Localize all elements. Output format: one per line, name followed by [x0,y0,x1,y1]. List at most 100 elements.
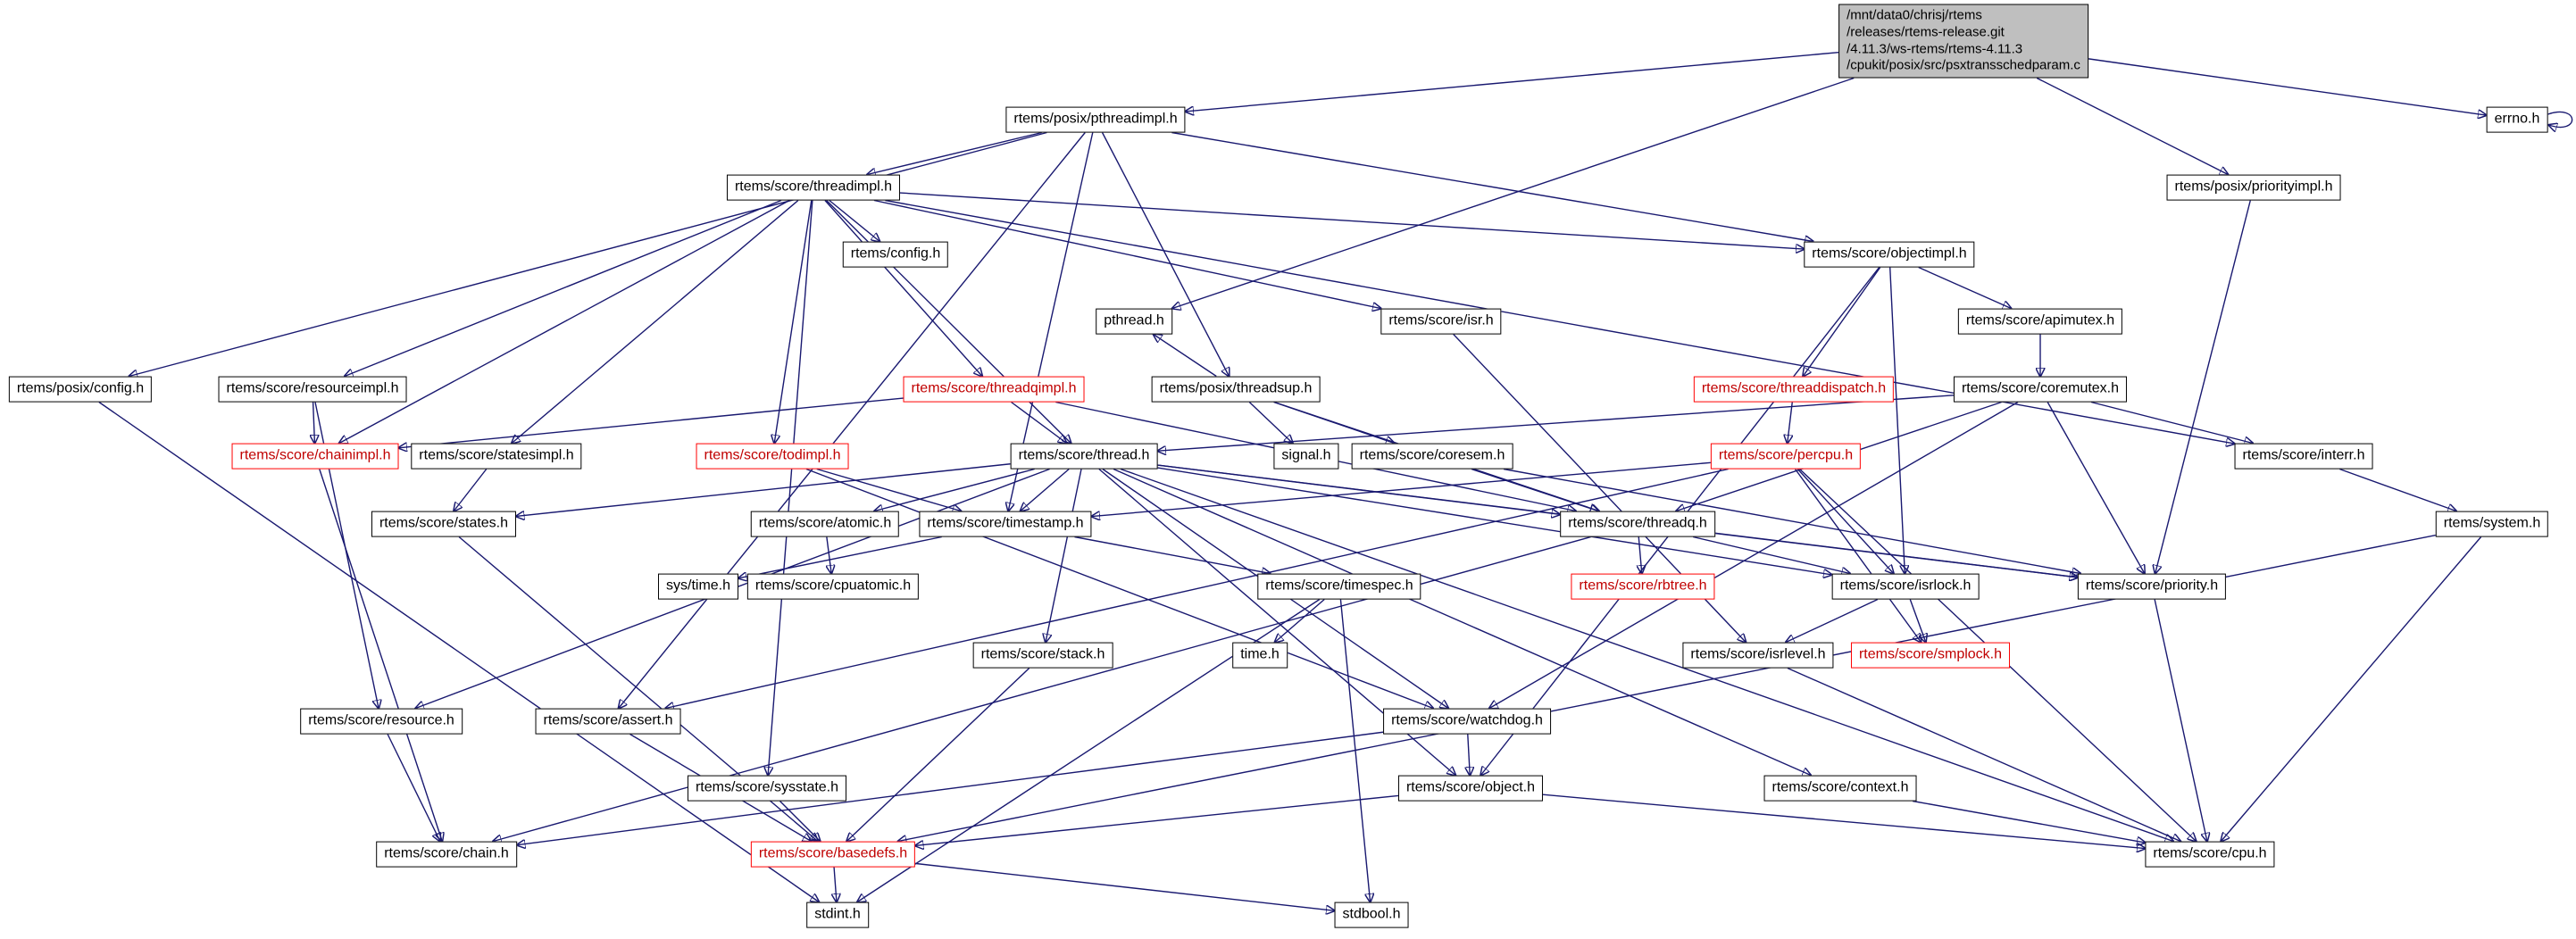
graph-node-errno[interactable]: errno.h [2486,106,2548,133]
graph-node-object[interactable]: rtems/score/object.h [1397,775,1544,802]
include-edge-timestamp-to-systime [738,536,942,578]
graph-node-resource[interactable]: rtems/score/resource.h [300,708,463,735]
graph-node-resourceimpl[interactable]: rtems/score/resourceimpl.h [218,376,407,403]
graph-node-coremutex[interactable]: rtems/score/coremutex.h [1953,376,2128,403]
graph-node-percpu[interactable]: rtems/score/percpu.h [1710,443,1862,470]
include-edge-thread-to-cpu [1120,468,2173,842]
include-edge-priorityimpl-to-priority [2155,200,2251,574]
graph-node-states[interactable]: rtems/score/states.h [371,511,517,537]
graph-node-isr[interactable]: rtems/score/isr.h [1380,308,1502,335]
include-edge-c_file-to-pthreadimpl [1186,51,1839,112]
include-edge-threadq-to-isrlock [1692,536,1850,574]
include-edge-percpu-to-smplock [1794,469,1922,643]
graph-node-isrlevel[interactable]: rtems/score/isrlevel.h [1682,642,1834,669]
include-edge-thread-to-threadq [1157,464,1561,514]
include-edge-atomic-to-cpuatomic [827,536,831,574]
graph-node-pthread[interactable]: pthread.h [1096,308,1172,335]
include-edge-threadimpl-to-rtems_config [829,199,880,242]
graph-node-priority[interactable]: rtems/score/priority.h [2077,573,2227,600]
include-edge-chainimpl-to-chain [319,469,442,842]
graph-node-source-file[interactable]: /mnt/data0/chrisj/rtems /releases/rtems-… [1838,4,2088,79]
graph-node-thread[interactable]: rtems/score/thread.h [1010,443,1158,470]
graph-node-priorityimpl[interactable]: rtems/posix/priorityimpl.h [2166,174,2341,201]
include-edge-resource-to-chain [387,734,440,842]
graph-node-cpuatomic[interactable]: rtems/score/cpuatomic.h [746,573,920,600]
include-edge-threadqimpl-to-chainimpl [399,397,904,448]
graph-node-todimpl[interactable]: rtems/score/todimpl.h [696,443,849,470]
include-edge-pthreadimpl-to-threadsup [1101,132,1230,377]
include-edge-resourceimpl-to-chainimpl [313,402,315,444]
include-edge-object-to-basedefs [915,794,1399,845]
graph-node-timespec[interactable]: rtems/score/timespec.h [1257,573,1421,600]
graph-node-threadimpl[interactable]: rtems/score/threadimpl.h [726,174,901,201]
include-edge-timestamp-to-timespec [1074,536,1270,574]
include-edge-threaddispatch-to-percpu [1788,402,1793,444]
include-edge-object-to-cpu [1542,794,2146,848]
graph-node-context[interactable]: rtems/score/context.h [1763,775,1917,802]
graph-node-sysstate[interactable]: rtems/score/sysstate.h [687,775,847,802]
include-edge-watchdog-to-chain [517,731,1384,844]
include-edge-timespec-to-time [1275,598,1325,643]
graph-node-apimutex[interactable]: rtems/score/apimutex.h [1957,308,2123,335]
include-edge-basedefs-to-stdint [834,867,837,902]
include-edge-threadimpl-to-thread [826,200,1071,444]
include-edge-percpu-to-isrlock [1797,469,1893,574]
include-edge-thread-to-atomic [874,468,1035,511]
graph-node-threaddispatch[interactable]: rtems/score/threaddispatch.h [1693,376,1895,403]
include-edge-pthreadimpl-to-threadimpl [867,131,1042,175]
graph-node-pthreadimpl[interactable]: rtems/posix/pthreadimpl.h [1005,106,1186,133]
include-edge-threadimpl-to-interr [885,199,2234,445]
include-edge-posix_config-to-stdint [98,401,819,902]
include-edge-isrlock-to-smplock [1909,599,1925,643]
graph-node-timestamp[interactable]: rtems/score/timestamp.h [919,511,1092,537]
graph-node-assert[interactable]: rtems/score/assert.h [535,708,681,735]
graph-node-cpu[interactable]: rtems/score/cpu.h [2145,841,2275,868]
graph-node-objectimpl[interactable]: rtems/score/objectimpl.h [1804,241,1975,268]
graph-node-systime[interactable]: sys/time.h [657,573,739,600]
include-edge-threadq-to-rbtree [1638,536,1642,574]
include-edge-pthreadimpl-to-posix_config [129,131,1047,377]
include-edge-errno-to-errno [2548,111,2573,128]
graph-node-smplock[interactable]: rtems/score/smplock.h [1850,642,2011,669]
graph-node-isrlock[interactable]: rtems/score/isrlock.h [1831,573,1980,600]
graph-node-threadq[interactable]: rtems/score/threadq.h [1560,511,1715,537]
edge-group [98,51,2573,911]
graph-node-signal[interactable]: signal.h [1273,443,1339,470]
graph-node-rbtree[interactable]: rtems/score/rbtree.h [1571,573,1715,600]
include-edge-objectimpl-to-apimutex [1918,266,2012,309]
include-edge-pthreadimpl-to-objectimpl [1171,131,1813,242]
graph-node-threadqimpl[interactable]: rtems/score/threadqimpl.h [903,376,1085,403]
include-edge-threadimpl-to-threadqimpl [824,200,982,377]
graph-node-stack[interactable]: rtems/score/stack.h [972,642,1113,669]
graph-node-chain[interactable]: rtems/score/chain.h [376,841,517,868]
graph-node-time[interactable]: time.h [1232,642,1288,669]
include-edge-coremutex-to-interr [2090,401,2253,444]
graph-node-chainimpl[interactable]: rtems/score/chainimpl.h [231,443,399,470]
include-edge-basedefs-to-stdbool [914,862,1335,910]
graph-node-rtems_config[interactable]: rtems/config.h [842,241,949,268]
graph-node-stdbool[interactable]: stdbool.h [1334,902,1409,928]
include-edge-threadq-to-priority [1714,532,2078,578]
include-edge-threadqimpl-to-thread [1011,401,1067,444]
graph-node-posix_config[interactable]: rtems/posix/config.h [8,376,153,403]
include-edge-threadimpl-to-todimpl [774,200,813,444]
graph-node-system[interactable]: rtems/system.h [2435,511,2549,537]
graph-node-atomic[interactable]: rtems/score/atomic.h [750,511,900,537]
graph-node-interr[interactable]: rtems/score/interr.h [2234,443,2373,470]
include-edge-todimpl-to-timestamp [816,468,961,511]
include-edge-threadimpl-to-objectimpl [899,192,1805,249]
include-edge-coremutex-to-priority [2047,402,2145,574]
graph-node-statesimpl[interactable]: rtems/score/statesimpl.h [411,443,582,470]
graph-node-threadsup[interactable]: rtems/posix/threadsup.h [1151,376,1321,403]
include-edge-thread-to-isrlock [1157,467,1832,575]
include-edge-c_file-to-priorityimpl [2036,77,2228,175]
include-edge-coresem-to-priority [1503,468,2080,574]
graph-node-basedefs[interactable]: rtems/score/basedefs.h [750,841,916,868]
graph-node-stdint[interactable]: stdint.h [806,902,869,928]
graph-node-watchdog[interactable]: rtems/score/watchdog.h [1383,708,1551,735]
include-edge-thread-to-states [516,463,1011,517]
include-edge-timespec-to-stdbool [1339,599,1370,902]
graph-node-coresem[interactable]: rtems/score/coresem.h [1351,443,1513,470]
include-edge-threadsup-to-pthread [1154,335,1217,378]
